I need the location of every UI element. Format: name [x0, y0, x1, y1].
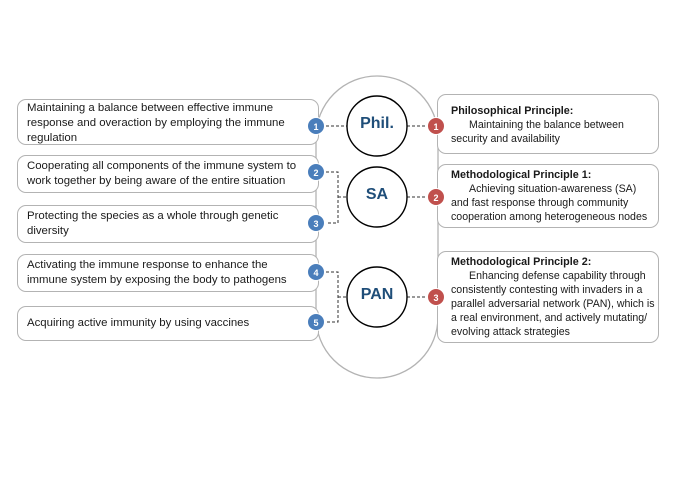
left-item-4-text: Activating the immune response to enhanc…	[27, 259, 287, 286]
principle-2-text: Achieving situation-awareness (SA) and f…	[451, 183, 648, 223]
left-item-5-text: Acquiring active immunity by using vacci…	[27, 317, 250, 329]
left-badge-2: 2	[307, 163, 325, 181]
left-badge-5: 5	[307, 313, 325, 331]
left-badge-3: 3	[307, 214, 325, 232]
left-item-2-text: Cooperating all components of the immune…	[27, 160, 297, 187]
left-badge-1: 1	[307, 117, 325, 135]
principle-3-title: Methodological Principle 2:	[451, 256, 592, 268]
left-badge-4: 4	[307, 263, 325, 281]
left-box-4	[17, 254, 319, 292]
principle-3-text: Enhancing defense capability through con…	[451, 270, 655, 338]
pan-node-label: PAN	[360, 286, 394, 303]
sa-node-label: SA	[365, 186, 389, 203]
left-box-1	[17, 99, 319, 145]
left-box-3	[17, 205, 319, 243]
phil-node-label: Phil.	[360, 115, 394, 132]
principle-badge-2: 2	[427, 188, 445, 206]
principle-box-1	[437, 94, 659, 154]
phil-node-circle	[346, 95, 408, 157]
left-box-2	[17, 155, 319, 193]
left-item-1-text: Maintaining a balance between effective …	[27, 102, 285, 144]
sa-node-circle	[346, 166, 408, 228]
left-box-5	[17, 306, 319, 341]
principle-box-2	[437, 164, 659, 228]
principle-badge-1: 1	[427, 117, 445, 135]
principle-badge-3: 3	[427, 288, 445, 306]
principle-2-title: Methodological Principle 1:	[451, 169, 592, 181]
pan-node-circle	[346, 266, 408, 328]
principle-box-3	[437, 251, 659, 343]
principle-1-title: Philosophical Principle:	[451, 105, 574, 117]
principle-1-text: Maintaining the balance between security…	[451, 119, 624, 145]
left-item-3-text: Protecting the species as a whole throug…	[27, 210, 279, 237]
